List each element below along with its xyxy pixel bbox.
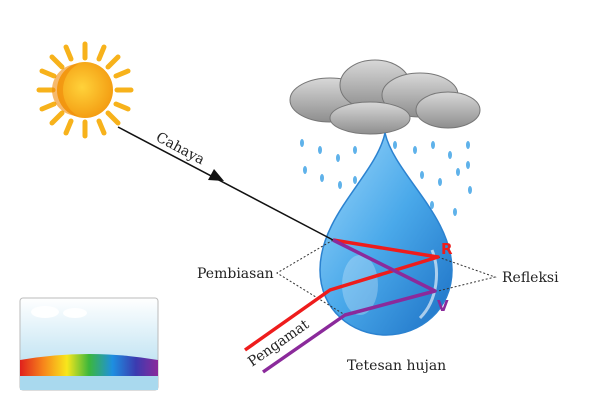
light-ray — [117, 126, 334, 241]
red-ray — [243, 238, 440, 352]
arrow-icon — [208, 169, 224, 181]
label-violet: V — [437, 297, 449, 315]
label-light: Cahaya — [153, 129, 207, 168]
rainbow-thumbnail — [19, 297, 159, 391]
rain-drops — [300, 139, 472, 216]
cloud-icon — [289, 59, 481, 135]
pointer-lines — [276, 239, 497, 316]
label-red: R — [441, 240, 453, 258]
label-reflection: Refleksi — [502, 270, 559, 286]
label-raindrop: Tetesan hujan — [347, 358, 446, 374]
violet-ray — [262, 238, 437, 374]
sun-icon — [36, 41, 134, 139]
label-refraction: Pembiasan — [197, 266, 274, 282]
